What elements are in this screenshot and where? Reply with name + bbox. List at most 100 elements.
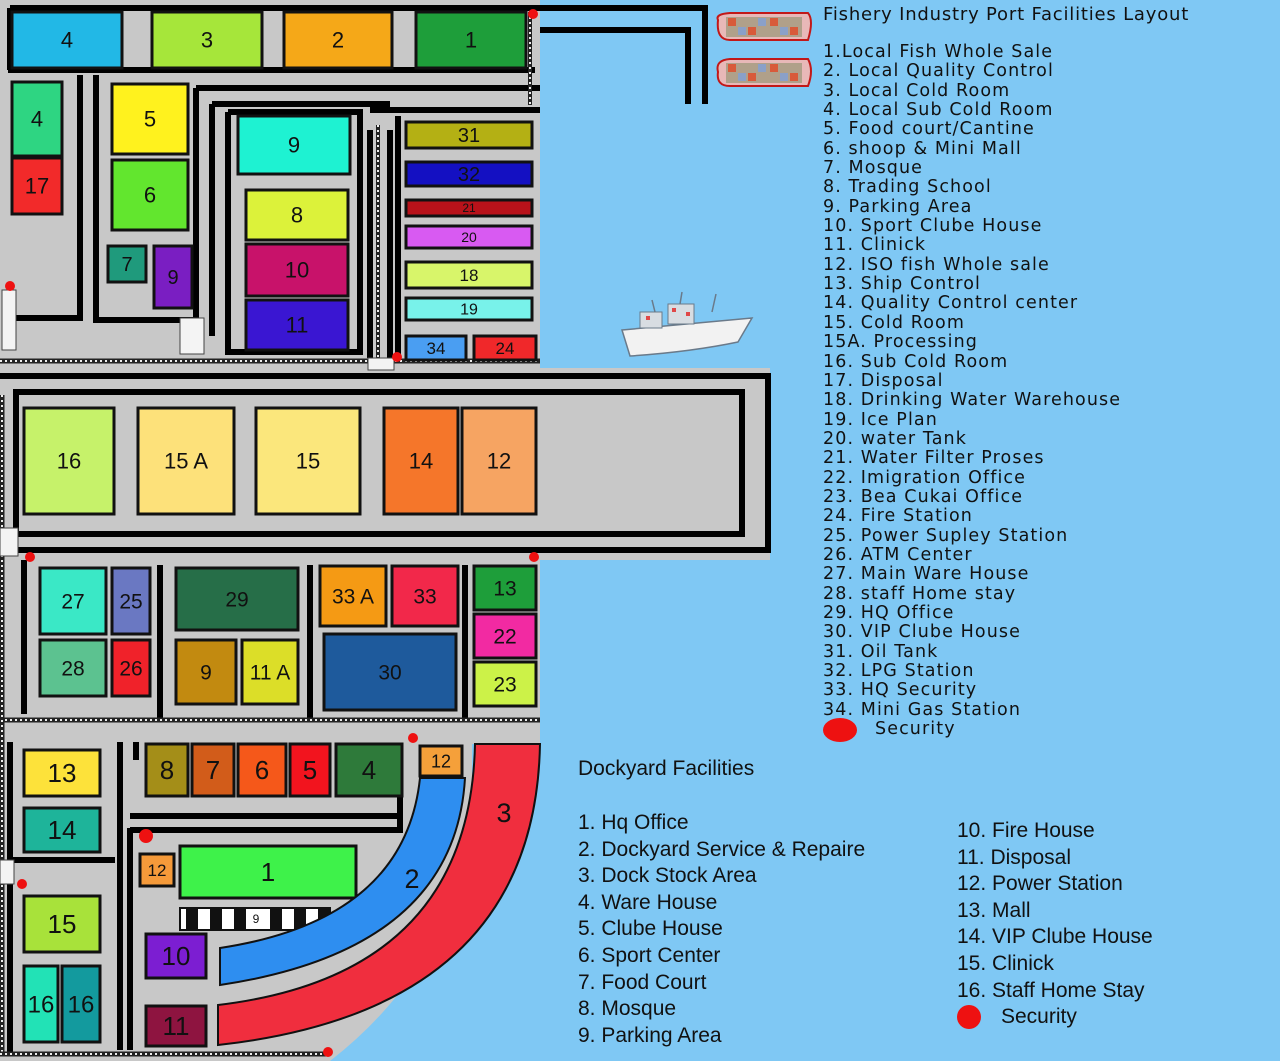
- building-label: 12: [487, 449, 511, 474]
- building-label: 30: [378, 661, 401, 684]
- legend-item-security: Security: [823, 718, 1121, 743]
- building-30: [322, 632, 458, 712]
- building-16: [22, 964, 60, 1044]
- building-11: [244, 298, 350, 352]
- legend-item-security: Security: [957, 1004, 1153, 1031]
- building-32: [404, 160, 534, 188]
- legend-item: 25. Power Supley Station: [823, 525, 1069, 546]
- building-label: 28: [61, 657, 84, 680]
- building-label: 34: [427, 339, 446, 358]
- building-12: [418, 744, 464, 778]
- legend-item: 7. Mosque: [823, 158, 924, 179]
- legend-item: 15. Clinick: [957, 951, 1054, 975]
- building-label: 4: [31, 107, 43, 132]
- building-9: [236, 114, 352, 176]
- gates: [0, 289, 395, 885]
- building-13: [22, 748, 102, 798]
- building-label: 9: [288, 133, 300, 158]
- building-label: 21: [462, 201, 476, 215]
- building-16: [60, 964, 102, 1044]
- legend-item: 14. VIP Clube House: [957, 925, 1153, 949]
- building-14: [382, 406, 460, 516]
- building-7: [106, 244, 148, 284]
- building-2: [282, 10, 394, 70]
- legend-item: 4. Ware House: [578, 890, 718, 914]
- legend-item: 24. Fire Station: [823, 506, 974, 527]
- building-8: [244, 188, 350, 242]
- building-label: 11 A: [250, 661, 290, 684]
- building-label: 31: [458, 125, 480, 147]
- building-label: 1: [465, 28, 477, 53]
- building-label: 33: [413, 585, 436, 608]
- building-label: 25: [119, 590, 142, 613]
- building-9: [174, 638, 238, 706]
- railway-tracks: [0, 12, 540, 1057]
- building-label: 4: [362, 755, 376, 785]
- legend-item: 32. LPG Station: [823, 661, 975, 681]
- parking-lot: 9: [179, 907, 331, 931]
- building-8: [144, 742, 190, 798]
- building-6: [110, 158, 190, 232]
- cargo-ship-icon: [716, 12, 812, 41]
- building-10: [144, 932, 208, 980]
- building-label: 29: [225, 588, 248, 611]
- legend-item: 2. Dockyard Service & Repaire: [578, 837, 866, 861]
- security-points: [5, 9, 539, 1057]
- building-label: 13: [493, 577, 516, 600]
- legend-item: 22. Imigration Office: [823, 467, 1027, 488]
- legend-item: 15A. Processing: [823, 332, 979, 353]
- building-19: [404, 296, 534, 322]
- building-17: [10, 156, 64, 216]
- building-label: 20: [461, 229, 477, 245]
- building-label: 23: [493, 673, 516, 696]
- legend-item: 9. Parking Area: [578, 1023, 722, 1047]
- building-label: 5: [303, 755, 317, 785]
- building-label: 6: [144, 183, 156, 208]
- legend-item: 11. Disposal: [957, 845, 1072, 869]
- security-dot-icon: [957, 1005, 981, 1030]
- building-12: [460, 406, 538, 516]
- road-network: [0, 5, 771, 1056]
- legend-item: 1.Local Fish Whole Sale: [823, 42, 1054, 62]
- building-label: 2: [332, 28, 344, 53]
- building-label: 18: [460, 266, 479, 285]
- building-label: 26: [119, 657, 142, 680]
- building-23: [472, 660, 538, 708]
- building-4: [10, 80, 64, 158]
- legend-item: 6. shoop & Mini Mall: [823, 138, 1022, 159]
- building-label: 16: [28, 991, 55, 1018]
- building-14: [22, 806, 102, 854]
- building-15: [22, 894, 102, 954]
- building-label: 13: [48, 758, 77, 788]
- legend-item: 14. Quality Control center: [823, 293, 1079, 314]
- building-label: 19: [460, 302, 478, 319]
- building-label: 12: [431, 751, 451, 771]
- building-label: 17: [25, 174, 49, 199]
- building-label: 5: [144, 107, 156, 132]
- building-6: [236, 742, 288, 798]
- building-label: 14: [48, 815, 77, 845]
- building-label: 11: [286, 313, 309, 338]
- legend-item: 8. Mosque: [578, 997, 677, 1021]
- legend-item: 19. Ice Plan: [823, 409, 938, 430]
- legend-item: 23. Bea Cukai Office: [823, 486, 1024, 507]
- building-9: [152, 244, 194, 310]
- building-label: 10: [285, 258, 309, 283]
- building-1: [414, 10, 528, 70]
- building-28: [38, 638, 108, 698]
- legend-item: 13. Mall: [957, 898, 1031, 922]
- building-15a: [136, 406, 236, 516]
- building-5: [288, 742, 332, 798]
- building-31: [404, 120, 534, 150]
- legend-item: 1. Hq Office: [578, 811, 689, 834]
- building-20: [404, 224, 534, 250]
- building-33a: [318, 564, 388, 628]
- building-18: [404, 260, 534, 290]
- building-label: 6: [255, 755, 269, 785]
- legend-item: 21. Water Filter Proses: [823, 448, 1045, 469]
- building-label: 3: [201, 28, 213, 53]
- legend-item: 11. Clinick: [823, 235, 927, 256]
